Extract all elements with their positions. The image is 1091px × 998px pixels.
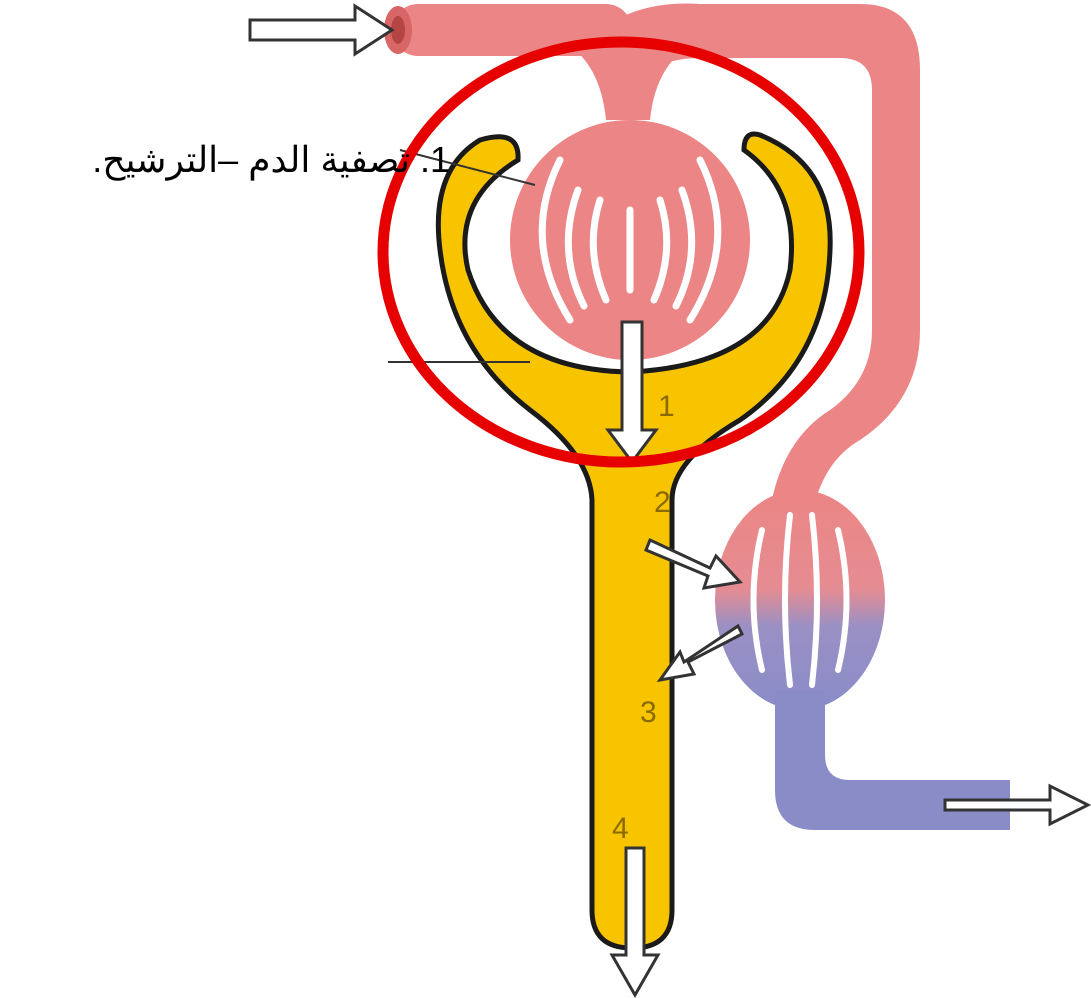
- step-label-3: 3: [640, 696, 657, 729]
- step-label-1: 1: [658, 390, 675, 423]
- peritubular-capillary: [715, 490, 885, 710]
- filtration-caption: 1. تصفية الدم –الترشيح.: [150, 138, 450, 182]
- blood-in-arrow: [250, 6, 392, 54]
- step-label-2: 2: [654, 486, 671, 519]
- step-label-4: 4: [612, 812, 629, 845]
